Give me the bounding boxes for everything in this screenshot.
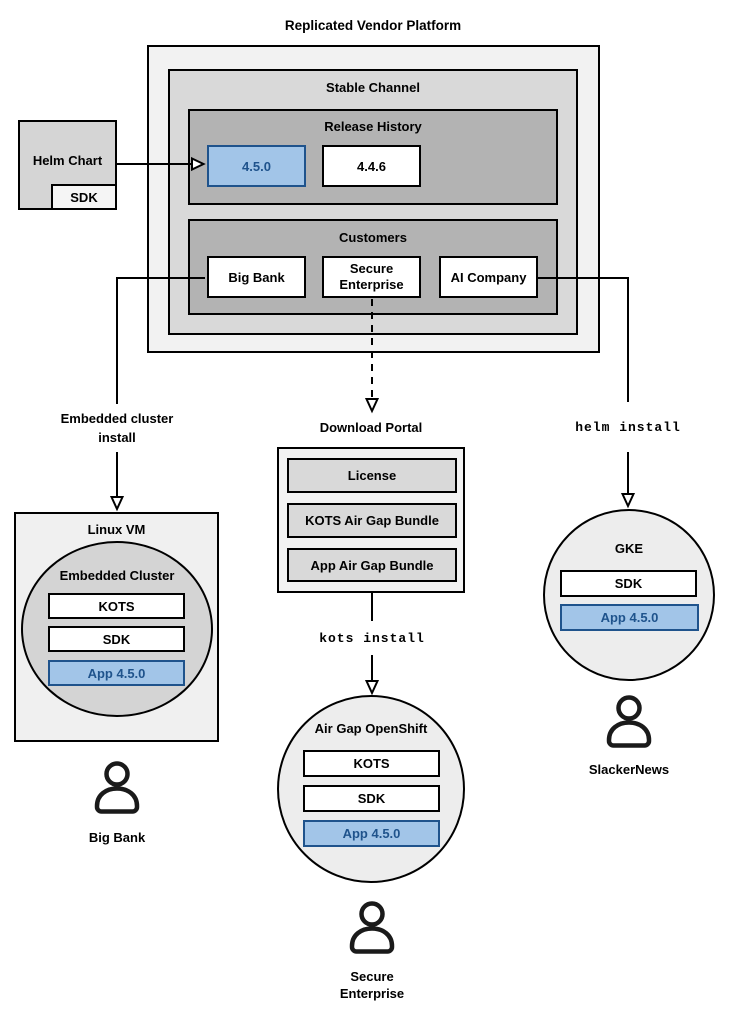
gke-app-box: App 4.5.0 [560, 604, 699, 631]
customer-box-secure-enterprise: Secure Enterprise [322, 256, 421, 298]
gke-sdk-box: SDK [560, 570, 697, 597]
download-portal-label: Download Portal [319, 420, 423, 435]
big-bank-person-icon [94, 761, 140, 814]
kots-install-label: kots install [319, 631, 425, 646]
linux-vm-sdk-box: SDK [48, 626, 185, 652]
helm-chart-label: Helm Chart [32, 153, 103, 168]
openshift-kots-box: KOTS [303, 750, 440, 777]
linux-vm-label: Linux VM [87, 522, 146, 537]
openshift-app-box: App 4.5.0 [303, 820, 440, 847]
customer-box-ai-company: AI Company [439, 256, 538, 298]
portal-arrowhead-icon [364, 680, 380, 696]
aicompany-arrowhead-icon [620, 493, 636, 509]
big-bank-user-label: Big Bank [88, 830, 146, 845]
release-history-label: Release History [324, 119, 422, 134]
helm-install-label: helm install [575, 420, 681, 435]
openshift-sdk-box: SDK [303, 785, 440, 812]
release-box-450: 4.5.0 [207, 145, 306, 187]
linux-vm-kots-box: KOTS [48, 593, 185, 619]
embedded-install-label: Embedded cluster install [60, 411, 174, 445]
secure-arrowhead-icon [364, 398, 380, 414]
license-box: License [287, 458, 457, 493]
embedded-cluster-label: Embedded Cluster [59, 568, 175, 583]
diagram-title: Replicated Vendor Platform [284, 18, 462, 33]
kots-airgap-bundle-box: KOTS Air Gap Bundle [287, 503, 457, 538]
app-airgap-bundle-box: App Air Gap Bundle [287, 548, 457, 582]
helm-sdk-box: SDK [51, 184, 117, 210]
secure-enterprise-user-label: Secure Enterprise [339, 969, 405, 1001]
bigbank-arrowhead-icon [109, 496, 125, 512]
customers-label: Customers [339, 230, 407, 245]
gke-label: GKE [614, 541, 644, 556]
stable-channel-label: Stable Channel [326, 80, 420, 95]
secure-enterprise-person-icon [349, 901, 395, 954]
customer-box-big-bank: Big Bank [207, 256, 306, 298]
slackernews-user-label: SlackerNews [588, 762, 670, 777]
release-box-446: 4.4.6 [322, 145, 421, 187]
linux-vm-app-box: App 4.5.0 [48, 660, 185, 686]
slackernews-person-icon [606, 695, 652, 748]
airgap-openshift-label: Air Gap OpenShift [314, 721, 428, 736]
